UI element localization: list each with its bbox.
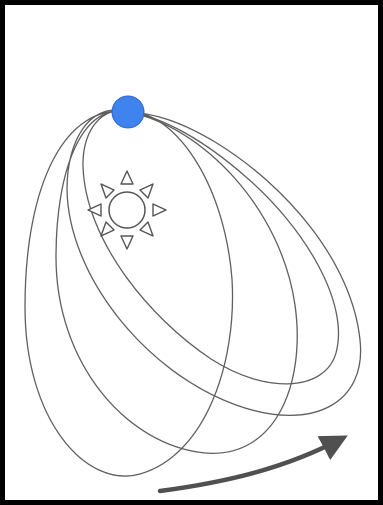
planet-dot-icon [112,96,144,128]
